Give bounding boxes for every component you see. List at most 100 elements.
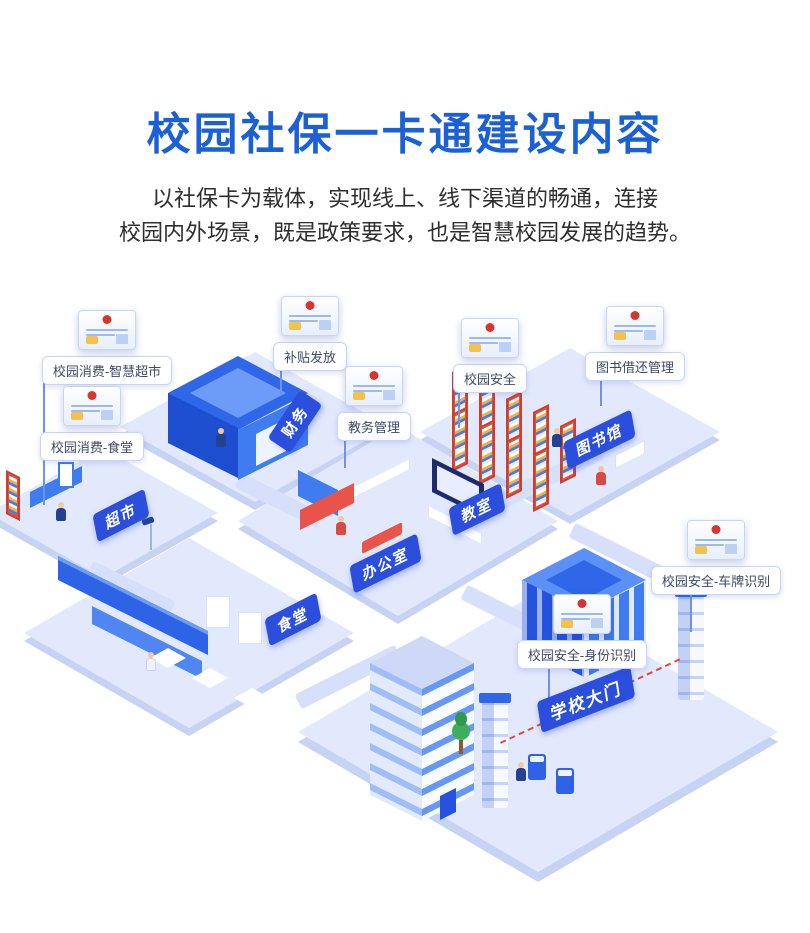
card-text-line — [469, 337, 511, 339]
page-subtitle: 以社保卡为载体，实现线上、线下渠道的畅通，连接 校园内外场景，既是政策要求，也是… — [0, 182, 810, 250]
card-text-line — [71, 410, 100, 412]
card-text-line — [561, 613, 603, 615]
social-security-card-icon — [553, 594, 611, 634]
subtitle-line-1: 以社保卡为载体，实现线上、线下渠道的畅通，连接 — [151, 186, 658, 211]
card-text-line — [289, 315, 331, 317]
canteen-cabinet — [206, 596, 230, 628]
callout-label-plate-recognition: 校园安全-车牌识别 — [650, 566, 782, 595]
tree-leaves — [452, 722, 470, 740]
card-emblem-icon — [485, 323, 495, 332]
card-emblem-icon — [369, 371, 379, 380]
subtitle-line-2: 校园内外场景，既是政策要求，也是智慧校园发展的趋势。 — [118, 220, 691, 246]
card-emblem-icon — [630, 311, 640, 320]
person — [336, 516, 346, 535]
card-chip — [469, 344, 481, 352]
tree-leaves — [455, 712, 467, 726]
tree — [450, 712, 472, 754]
market-kiosk-screen — [58, 462, 74, 488]
card-photo — [591, 618, 603, 628]
callout-plate-recognition: 校园安全-车牌识别 — [646, 520, 786, 595]
callout-label-academic: 教务管理 — [336, 412, 411, 441]
bookshelf — [479, 418, 495, 485]
card-emblem-icon — [87, 391, 97, 400]
canteen-table — [192, 668, 228, 688]
card-text-line — [86, 329, 128, 331]
connector-line-library — [600, 378, 602, 406]
person — [552, 428, 562, 447]
card-emblem-icon — [711, 525, 721, 534]
card-emblem-icon — [577, 599, 587, 608]
card-text-line — [695, 539, 737, 541]
gate-tall-building — [522, 548, 646, 688]
connector-line-security — [458, 390, 460, 428]
card-photo — [101, 410, 113, 420]
card-text-line — [353, 385, 395, 387]
social-security-card-icon — [606, 306, 664, 346]
callout-label-identity-recognition: 校园安全-身份识别 — [516, 640, 648, 669]
callout-label-subsidy: 补贴发放 — [272, 342, 347, 371]
card-photo — [725, 544, 737, 554]
market-shelf — [6, 470, 20, 522]
social-security-card-icon — [345, 366, 403, 406]
callout-label-canteen-consumption: 校园消费-食堂 — [39, 432, 145, 461]
card-photo — [319, 320, 331, 330]
card-photo — [116, 334, 128, 344]
card-photo — [644, 330, 656, 340]
gate-pillar-left — [479, 693, 511, 808]
card-text-line — [353, 390, 382, 392]
social-security-card-icon — [63, 386, 121, 426]
card-emblem-icon — [102, 315, 112, 324]
card-photo — [383, 390, 395, 400]
callout-label-security: 校园安全 — [452, 364, 527, 393]
card-chip — [71, 412, 83, 420]
callout-label-smart-supermarket: 校园消费-智慧超市 — [41, 356, 173, 385]
card-chip — [353, 392, 365, 400]
connector-line-subsidy — [280, 368, 282, 394]
cctv-camera-pole — [150, 524, 152, 550]
bookshelf — [533, 445, 549, 512]
card-chip — [561, 620, 573, 628]
canteen-table — [150, 648, 186, 668]
person — [216, 428, 226, 447]
connector-line-identity — [548, 666, 550, 708]
card-chip — [614, 332, 626, 340]
callout-canteen-consumption: 校园消费-食堂 — [38, 386, 146, 461]
card-text-line — [561, 618, 590, 620]
social-security-card-icon — [687, 520, 745, 560]
social-security-card-icon — [461, 318, 519, 358]
canteen-cabinet — [238, 612, 262, 644]
card-emblem-icon — [305, 301, 315, 310]
card-chip — [86, 336, 98, 344]
callout-identity-recognition: 校园安全-身份识别 — [514, 594, 650, 669]
person — [56, 502, 66, 521]
card-text-line — [71, 405, 113, 407]
connector-line-plate — [690, 592, 692, 632]
callout-security: 校园安全 — [442, 318, 538, 393]
card-text-line — [614, 330, 643, 332]
card-text-line — [614, 325, 656, 327]
callout-smart-supermarket: 校园消费-智慧超市 — [36, 310, 178, 385]
connector-line-academic — [344, 438, 346, 468]
gate-turnstile — [528, 754, 546, 780]
callout-library-borrowing: 图书借还管理 — [572, 306, 698, 381]
school-building — [370, 636, 474, 826]
school-building-left-wall — [370, 663, 422, 822]
bookshelf — [506, 432, 522, 499]
card-text-line — [289, 320, 318, 322]
person — [516, 762, 526, 781]
card-photo — [499, 342, 511, 352]
page-title: 校园社保一卡通建设内容 — [146, 110, 664, 159]
callout-subsidy: 补贴发放 — [262, 296, 358, 371]
bookshelf — [452, 405, 468, 472]
social-security-card-icon — [78, 310, 136, 350]
card-chip — [289, 322, 301, 330]
card-text-line — [469, 342, 498, 344]
callout-label-library-borrowing: 图书借还管理 — [584, 352, 685, 381]
card-text-line — [86, 334, 115, 336]
person — [596, 466, 606, 485]
canteen-table — [234, 688, 270, 708]
card-chip — [695, 546, 707, 554]
card-text-line — [695, 544, 724, 546]
callout-academic: 教务管理 — [326, 366, 422, 441]
